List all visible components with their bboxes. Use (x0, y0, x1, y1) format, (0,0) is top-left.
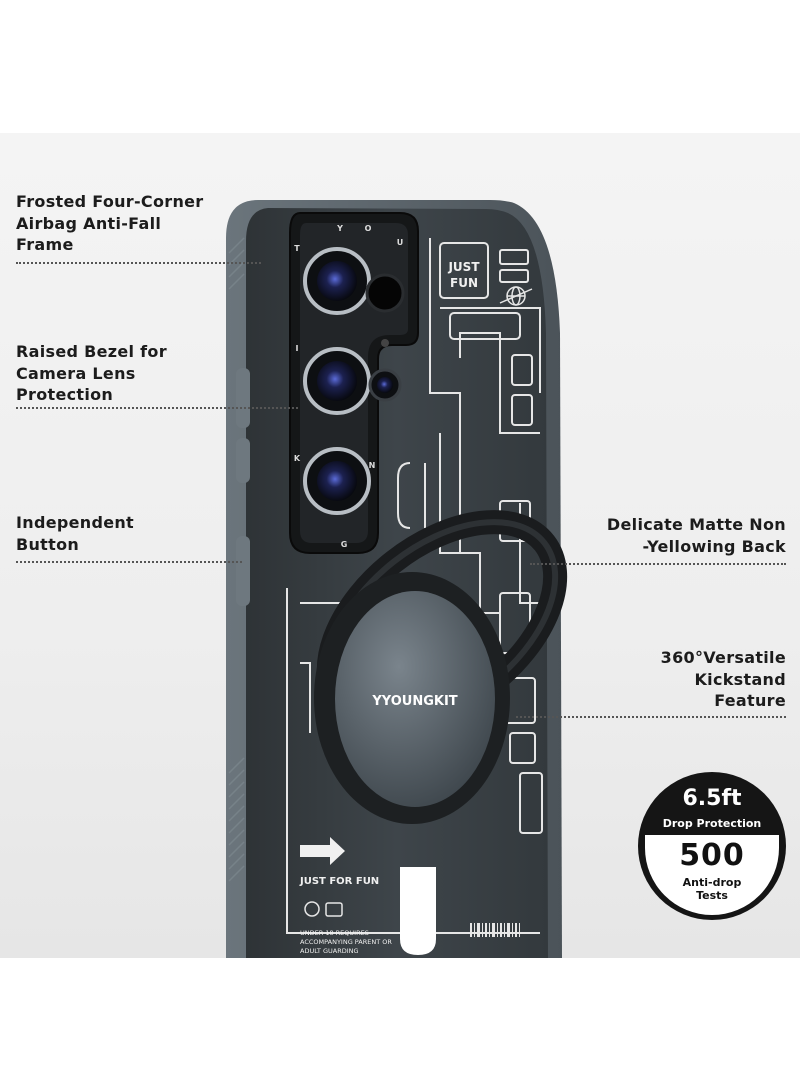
logo-line-1: JUST (447, 260, 480, 274)
warning-text: UNDER 18 REQUIRES ACCOMPANYING PARENT OR… (300, 929, 392, 955)
leader-line-matte-back (530, 563, 786, 565)
arrow-icon (300, 837, 345, 865)
lens-letter-g: G (341, 540, 348, 549)
feature-label-independent-button: Independent Button (16, 513, 134, 554)
magnet-slot (400, 867, 436, 955)
leader-line-button (16, 561, 242, 563)
product-stage: JUST FUN Y O U N G K I T (0, 133, 800, 958)
drop-test-count: 500 (679, 838, 745, 873)
slogan-text: JUST FOR FUN (299, 876, 379, 887)
side-buttons (236, 368, 250, 606)
drop-protection-badge: 6.5ft Drop Protection 500 Anti-drop Test… (638, 772, 786, 920)
barcode (470, 923, 520, 937)
leader-line-bezel (16, 407, 298, 409)
globe-icon (499, 286, 533, 306)
svg-text:UNDER 18 REQUIRES: UNDER 18 REQUIRES (300, 929, 369, 937)
feature-label-raised-bezel: Raised Bezel for Camera Lens Protection (16, 342, 167, 404)
lens-letter-u: U (397, 238, 404, 247)
brand-logo: YYOUNGKIT (371, 694, 457, 709)
feature-label-kickstand: 360°Versatile Kickstand Feature (660, 648, 786, 710)
phone-case-illustration: JUST FUN Y O U N G K I T (226, 200, 568, 958)
camera-lens (303, 247, 405, 515)
drop-height-value: 6.5ft (682, 786, 742, 811)
drop-protection-label: Drop Protection (662, 817, 762, 830)
certification-icons (304, 901, 343, 917)
drop-test-label: Anti-drop Tests (682, 876, 742, 902)
lens-letter-i: I (296, 344, 299, 353)
camera-bezel: Y O U N G K I T (289, 212, 419, 554)
svg-text:ACCOMPANYING PARENT OR: ACCOMPANYING PARENT OR (300, 938, 392, 946)
feature-label-matte-back: Delicate Matte Non -Yellowing Back (606, 515, 786, 556)
lens-letter-n: N (369, 461, 376, 470)
just-fun-logo: JUST FUN (447, 260, 480, 290)
lens-letter-t: T (294, 244, 300, 253)
lens-letter-o: O (365, 224, 372, 233)
leader-line-kickstand (516, 716, 786, 718)
svg-text:ADULT GUARDING: ADULT GUARDING (300, 947, 359, 955)
lens-letter-k: K (294, 454, 301, 463)
lens-letters: Y O U N G K I T (294, 224, 403, 549)
leader-line-airbag (16, 262, 261, 264)
kickstand-ring (314, 510, 568, 824)
lens-letter-y: Y (336, 224, 343, 233)
logo-line-2: FUN (450, 276, 478, 290)
feature-label-airbag-frame: Frosted Four-Corner Airbag Anti-Fall Fra… (16, 192, 204, 254)
